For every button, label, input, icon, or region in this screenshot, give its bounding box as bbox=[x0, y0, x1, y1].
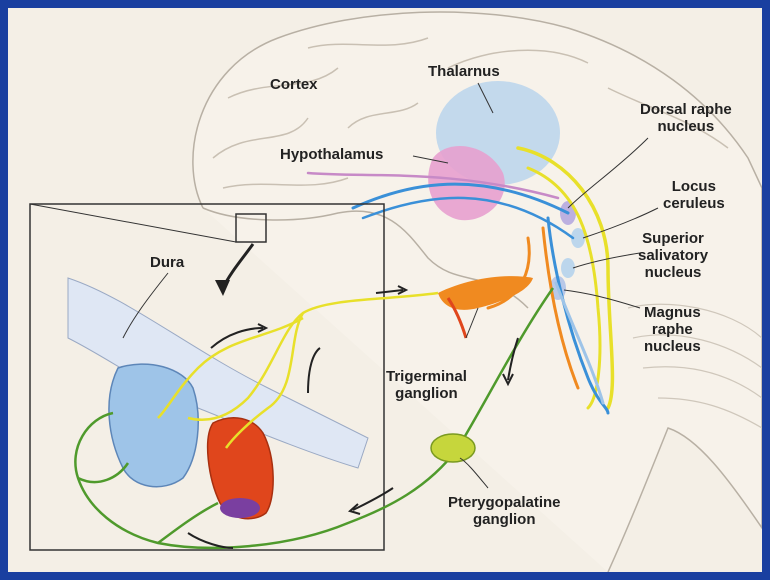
cortex-folds bbox=[212, 37, 729, 189]
label-magnus-raphe: Magnus raphe nucleus bbox=[644, 304, 701, 355]
red-vessel bbox=[206, 417, 274, 520]
trigeminal-fibers bbox=[157, 291, 439, 449]
leader-lines bbox=[122, 82, 659, 489]
label-dura: Dura bbox=[150, 254, 185, 271]
label-thalamus: Thalarnus bbox=[428, 63, 500, 80]
label-superior-salivatory: Superior salivatory nucleus bbox=[638, 230, 709, 281]
flow-arrows bbox=[187, 285, 519, 549]
label-trigeminal-ganglion: Trigerminal ganglion bbox=[386, 368, 467, 402]
zoom-box bbox=[235, 213, 267, 243]
pterygopalatine-ganglion bbox=[430, 433, 476, 463]
trigeminal-ganglion bbox=[438, 276, 533, 310]
inset-box bbox=[29, 203, 385, 551]
label-locus-ceruleus: Locus ceruleus bbox=[663, 178, 725, 212]
diagram-canvas: Cortex Thalarnus Hypothalamus Dorsal rap… bbox=[8, 8, 762, 572]
label-pterygopalatine-ganglion: Pterygopalatine ganglion bbox=[448, 494, 561, 528]
parasympathetic-pathway bbox=[74, 287, 555, 550]
label-hypothalamus: Hypothalamus bbox=[280, 146, 384, 163]
cerebellum bbox=[627, 303, 762, 429]
central-pathways bbox=[306, 146, 615, 415]
superior-salivatory-nucleus bbox=[561, 258, 575, 278]
label-cortex: Cortex bbox=[270, 76, 318, 93]
label-dorsal-raphe: Dorsal raphe nucleus bbox=[640, 101, 732, 135]
brain-diagram-svg bbox=[29, 11, 762, 572]
locus-ceruleus-nucleus bbox=[571, 228, 585, 248]
